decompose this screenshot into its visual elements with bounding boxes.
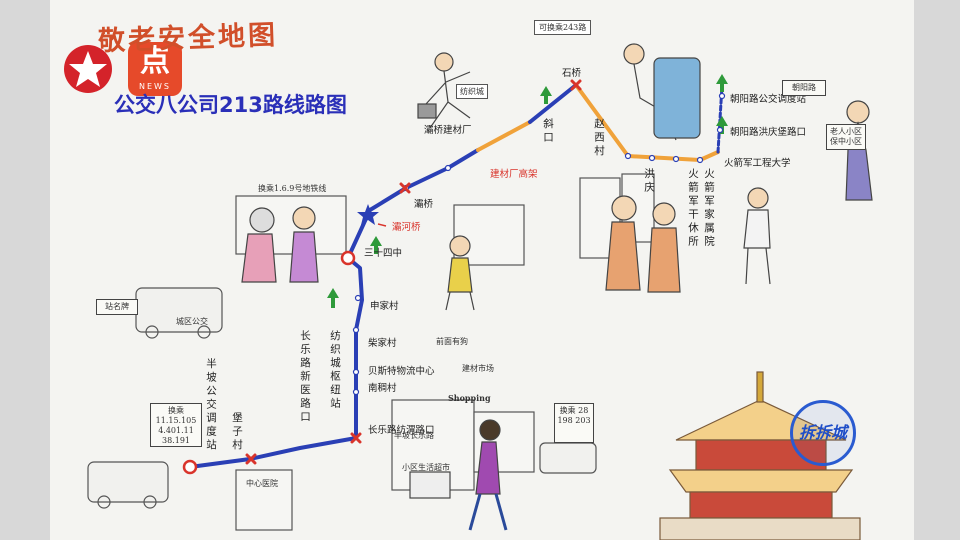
news-app-icon: 点 NEWS (128, 42, 182, 96)
blue-star-icon (357, 204, 379, 225)
note-chaicun: 前面有狗 (436, 337, 468, 346)
stop-huojian-jiashu: 火箭军家属院 (703, 168, 715, 249)
shopping-sign: Shopping (448, 393, 491, 403)
transfer-x-icon (399, 182, 411, 194)
stop-beisi: 贝斯特物流中心 (368, 366, 435, 377)
stop-sanshisi: 三十四中 (364, 248, 403, 259)
app-logo-text: NEWS (138, 82, 172, 91)
route-title: 公交八公司213路线路图 (114, 93, 347, 117)
sign-right: 换乘 28 198 203 (554, 403, 594, 443)
direction-arrow-icon (370, 236, 382, 254)
stop-shiqiao: 石桥 (562, 68, 582, 79)
jump-sign: 纺织城 (456, 84, 488, 99)
bus-sketch-right (539, 442, 597, 474)
bell-tower-icon (659, 371, 861, 540)
sign-left: 站名牌 (96, 299, 138, 315)
direction-arrow-icon (540, 86, 552, 104)
transfer-x-icon (245, 453, 257, 465)
stop-chaoyang-depot: 朝阳路公交调度站 (730, 94, 807, 105)
building-school (453, 204, 525, 266)
program-stamp-logo: 拆拆城 (790, 400, 856, 466)
terminal-circle-icon (182, 459, 198, 475)
stop-huojian-ganxiu: 火箭军干休所 (687, 168, 699, 249)
bahe-pointer (377, 223, 387, 227)
sign-banpo: 换乘 11.15.105 4.401.11 38.191 (150, 403, 202, 447)
route-segment-orange-b (574, 83, 720, 162)
terminal-circle-icon (340, 250, 356, 266)
stop-xiekou: 斜口 (542, 118, 554, 145)
station-board: 半坡长乐路 (394, 431, 434, 440)
stop-bahe-bridge: 灞河桥 (392, 222, 421, 233)
person-child (445, 235, 475, 311)
route-segment-blue-north (528, 83, 578, 124)
illustrations (87, 43, 873, 540)
bus-sketch-bottom (87, 461, 169, 503)
house-sign: 小区生活超市 (402, 463, 450, 472)
person-seated (623, 43, 701, 141)
news-star-icon (64, 45, 112, 93)
app-logo-glyph: 点 (140, 44, 170, 79)
transfer-note-top: 可换乘243路 (534, 20, 592, 35)
bus-text: 城区公交 (176, 317, 208, 326)
person-walker-right (743, 187, 771, 285)
transfer-x-icon (570, 79, 582, 91)
transfer-x-icon (350, 432, 362, 444)
stop-zhaoxicun: 赵西村 (593, 118, 605, 159)
person-elderly-right (845, 100, 873, 201)
stop-changle-fangzhi: 长乐路纺渭路口 (368, 425, 435, 436)
person-elderly-couple (605, 195, 681, 293)
stop-baqiao: 灞桥 (414, 199, 434, 210)
direction-arrows (327, 74, 728, 308)
stop-baozicun: 堡子村 (231, 412, 243, 453)
stop-nangeng: 南稠村 (368, 383, 397, 394)
elder-sign: 老人小区 保中小区 (826, 124, 866, 150)
left-blurred-border (0, 0, 50, 540)
stamp-text: 拆拆城 (798, 423, 847, 442)
person-runner (417, 52, 471, 129)
map-title: 敬老安全地图 (97, 19, 279, 58)
person-grandparents-left (241, 206, 319, 283)
stop-fangzhi-hub: 纺织城枢纽站 (329, 330, 341, 411)
transfer-note-left: 换乘1.6.9号地铁线 (258, 184, 327, 193)
direction-arrow-icon (716, 74, 728, 92)
person-shopper (409, 419, 508, 531)
transfer-marks (245, 79, 582, 465)
sign-ornament: 朝阳路 (782, 80, 826, 96)
stop-shenjiacun: 申家村 (370, 301, 399, 312)
stop-chaoyang-hongqing: 朝阳路洪庆堡路口 (730, 127, 807, 138)
stop-jiancai-elevated: 建材厂高架 (490, 169, 538, 180)
stop-banpo: 半坡公交调度站 (205, 358, 217, 453)
route-segment-blue-south (188, 256, 364, 469)
stop-hongqing: 洪庆 (643, 168, 655, 195)
direction-arrow-icon (327, 288, 339, 308)
stop-changle-hospital: 长乐路新医路口 (299, 330, 311, 425)
right-blurred-border (914, 0, 960, 540)
stop-baqiao-jiancai: 灞桥建材厂 (424, 125, 472, 136)
note-beisi: 建材市场 (462, 364, 494, 373)
hospital-sign: 中心医院 (246, 479, 278, 488)
stop-chaicun: 柴家村 (368, 338, 397, 349)
stop-huojian-university: 火箭军工程大学 (724, 158, 791, 169)
direction-arrow-icon (716, 116, 728, 134)
route-segment-orange-a (476, 120, 532, 152)
